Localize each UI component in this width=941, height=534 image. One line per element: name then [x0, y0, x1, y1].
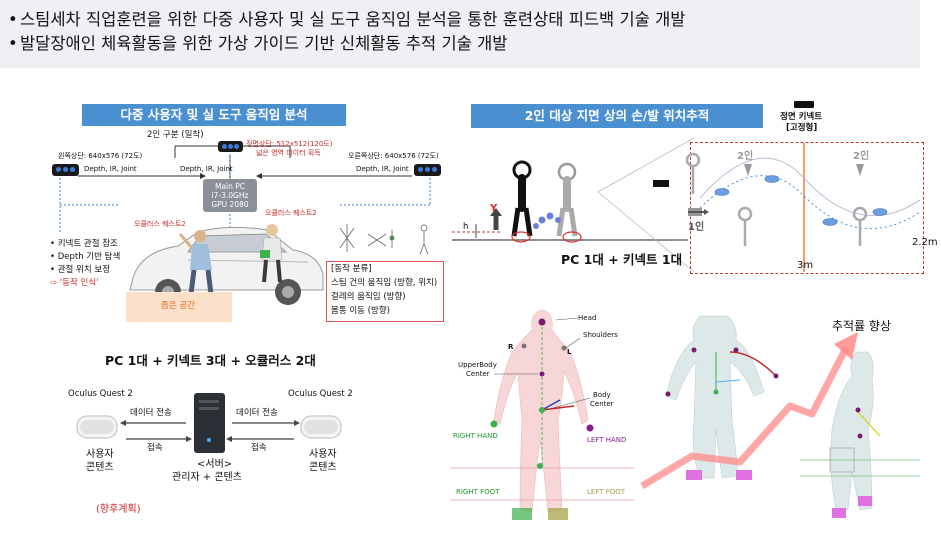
user-right-1: 사용자	[309, 449, 337, 460]
vr-headset-right-icon	[300, 415, 342, 439]
header-bar	[0, 0, 920, 68]
vr-headset-left-icon	[76, 415, 118, 439]
stream-right-label: Depth, IR, Joint	[356, 165, 409, 173]
kinect-right-icon	[414, 164, 441, 176]
distance-22m-label: 2.2m	[912, 237, 938, 248]
connect-right: 접속	[251, 443, 267, 453]
feature-2: • Depth 기반 탐색	[50, 252, 121, 262]
two-person-label: 2인 구분 (일착)	[147, 130, 204, 140]
axis-h-label: h	[463, 222, 469, 232]
server-tower-icon	[194, 393, 225, 453]
bullet-1: •스팀세차 직업훈련을 위한 다중 사용자 및 실 도구 움직임 분석을 통한 …	[8, 10, 686, 29]
pc-line-2: i7-3.0GHz	[211, 191, 249, 200]
stream-left-label: Depth, IR, Joint	[84, 165, 137, 173]
right-panel-title: 2인 대상 지면 상의 손/발 위치추적	[471, 104, 763, 128]
connect-left: 접속	[147, 443, 163, 453]
skeleton-right-foot-label: RIGHT FOOT	[456, 488, 500, 496]
skeleton-icons	[339, 224, 429, 255]
front-kinect-label-2: [고정형]	[786, 123, 818, 133]
feature-3: • 관절 위치 보정	[50, 265, 111, 275]
server-label-2: 관리자 + 콘텐츠	[172, 472, 242, 483]
narrow-space-label: 좁은 공간	[161, 301, 195, 311]
skeleton-left-foot-label: LEFT FOOT	[587, 488, 626, 496]
motion-item-1: 스팀 건의 움직임 (방향, 위치)	[331, 278, 438, 288]
future-plan-label: (향후계획)	[96, 504, 141, 515]
quest-left-label: 오큘러스 퀘스트2	[134, 220, 186, 228]
server-label-1: <서버>	[197, 459, 233, 470]
worker-right-figure	[260, 224, 283, 283]
motion-classification-box	[326, 261, 444, 322]
left-panel-title: 다중 사용자 및 실 도구 움직임 분석	[82, 104, 346, 126]
device-right-label: Oculus Quest 2	[288, 389, 353, 399]
tracking-improve-label: 추적률 향상	[832, 319, 892, 333]
top-cam-label-1: 정면상단: 512x512(120도)	[246, 140, 333, 148]
right-config-caption: PC 1대 + 키넥트 1대	[561, 252, 683, 267]
user-left-1: 사용자	[86, 449, 114, 460]
motion-item-2: 걸레의 움직임 (방향)	[331, 292, 406, 302]
front-kinect-icon	[794, 101, 814, 108]
main-pc-box: Main PC i7-3.0GHz GPU 2080	[203, 179, 257, 212]
quest-right-label: 오큘러스 퀘스트2	[265, 209, 317, 217]
motion-box-title: [동작 분류]	[331, 264, 372, 274]
skeleton-l-label: L	[567, 348, 572, 356]
data-transfer-left: 데이터 전송	[130, 408, 172, 418]
skeleton-shoulders-label: Shoulders	[583, 331, 618, 339]
kinect-left-icon	[52, 164, 79, 176]
stream-top-label: Depth, IR, Joint	[180, 165, 233, 173]
bullet-2: •발달장애인 체육활동을 위한 가상 가이드 기반 신체활동 추적 기술 개발	[8, 34, 508, 53]
pc-line-3: GPU 2080	[211, 200, 249, 209]
skeleton-bodycenter-2: Center	[590, 400, 614, 408]
skeleton-r-label: R	[508, 343, 514, 351]
skeleton-left-hand-label: LEFT HAND	[587, 436, 627, 444]
two-person-label-b: 2인	[853, 151, 870, 162]
two-person-label-a: 2인	[737, 151, 754, 162]
front-kinect-label-1: 정면 키넥트	[780, 112, 823, 122]
bullet-2-text: 발달장애인 체육활동을 위한 가상 가이드 기반 신체활동 추적 기술 개발	[20, 34, 508, 53]
skeleton-upperbody-2: Center	[466, 370, 490, 378]
bullet-1-text: 스팀세차 직업훈련을 위한 다중 사용자 및 실 도구 움직임 분석을 통한 훈…	[20, 10, 686, 29]
axis-y-label: Y	[490, 203, 498, 214]
one-person-label: 1인	[688, 222, 705, 233]
user-left-2: 콘텐츠	[86, 462, 114, 473]
kinect-top-icon	[218, 141, 243, 152]
user-right-2: 콘텐츠	[309, 462, 337, 473]
skeleton-head-label: Head	[578, 314, 597, 322]
pc-line-1: Main PC	[214, 182, 246, 191]
device-left-label: Oculus Quest 2	[68, 389, 133, 399]
skeleton-bodycenter-1: Body	[593, 391, 611, 399]
motion-item-3: 몸통 이동 (방향)	[331, 306, 390, 316]
left-cam-label: 왼쪽상단: 640x576 (72도)	[58, 152, 143, 160]
skeleton-right-hand-label: RIGHT HAND	[453, 432, 498, 440]
feature-result: ⇨ '동작 인식'	[50, 278, 99, 288]
data-transfer-right: 데이터 전송	[236, 408, 278, 418]
left-config-caption: PC 1대 + 키넥트 3대 + 오큘러스 2대	[105, 353, 316, 368]
distance-3m-label: 3m	[797, 260, 814, 271]
narrow-space-zone	[126, 292, 232, 322]
skeleton-upperbody-1: UpperBody	[458, 361, 497, 369]
right-cam-label: 오른쪽상단: 640x576 (72도)	[348, 152, 439, 160]
feature-1: • 키넥트 관절 참조	[50, 239, 118, 249]
top-cam-label-2: 넓은 영역 데이터 획득	[256, 149, 321, 157]
